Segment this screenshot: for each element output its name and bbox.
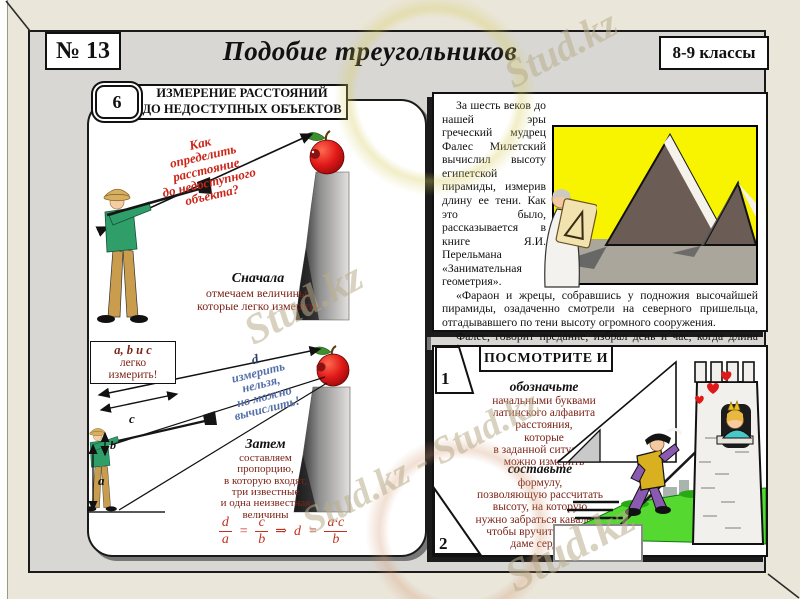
page-title: Подобие треугольников [222, 36, 518, 66]
task1-label: обозначьте [509, 379, 579, 394]
rifle-muzzle [203, 411, 217, 425]
small-triangle [566, 428, 601, 463]
task2-label: составьте [507, 461, 573, 476]
slide-number-box: № 13 [45, 32, 121, 70]
task2-text: формулу, позволяющую рассчитать высоту, … [475, 477, 605, 550]
scroll-with-triangle [555, 198, 597, 249]
hunter-figure [97, 177, 212, 323]
cliff-illustration-2 [293, 386, 351, 513]
thales-figure [544, 189, 597, 288]
answer-box [553, 524, 643, 562]
distance-d-arrow [97, 345, 322, 399]
abc-box-title: a, b и c [114, 343, 152, 357]
svg-text:2: 2 [439, 534, 448, 553]
abc-box-text: легко измерить! [108, 357, 158, 382]
speed-lines [567, 500, 623, 520]
tower [691, 361, 765, 545]
hearts-icon [695, 371, 732, 404]
task-panel-heading: ПОСМОТРИТЕ И [479, 345, 613, 372]
label-c: c [129, 411, 135, 426]
apple-icon [304, 130, 345, 175]
implies-arrow-icon: ⇒ [275, 524, 287, 539]
thales-paragraph-1: За шесть веков до нашей эры греческий му… [442, 99, 546, 289]
pyramids-scene [554, 127, 758, 283]
abc-measure-box: a, b и c легко измерить! [90, 341, 176, 385]
tower-scene [555, 360, 766, 545]
thales-story-panel: За шесть веков до нашей эры греческий му… [432, 92, 768, 397]
stone-texture [699, 437, 749, 529]
step2-label: Затем [245, 437, 286, 452]
left-panel-heading: ИЗМЕРЕНИЕ РАССТОЯНИЙ ДО НЕДОСТУПНЫХ ОБЪЕ… [136, 84, 348, 120]
task2-badge: 2 [433, 486, 482, 555]
large-triangle [555, 360, 677, 463]
grade-label: 8-9 классы [672, 43, 756, 62]
equals-sign-2: = [308, 523, 318, 539]
label-a: a [98, 473, 105, 488]
label-b: b [110, 438, 116, 452]
measure-c-arrow [99, 391, 179, 413]
large-pyramid [604, 132, 732, 246]
formula-result-lhs: d [294, 523, 301, 539]
knight-figure [567, 427, 683, 520]
hunter-apple-scene [95, 130, 350, 323]
step2-block: Затем составляем пропорцию, в которую вх… [188, 437, 343, 521]
task2-block: составьте формулу, позволяющую рассчитат… [438, 461, 642, 550]
princess-figure [716, 399, 754, 445]
small-pyramid [672, 180, 758, 257]
pyramids-picture [544, 125, 758, 288]
thales-paragraph-2: «Фараон и жрецы, собравшись у подножия в… [442, 288, 758, 329]
slide-number: № 13 [55, 37, 111, 64]
task1-badge: 1 [435, 346, 475, 394]
sight-line-lower [118, 382, 328, 511]
step1-text: отмечаем величины, которые легко измерит… [196, 286, 320, 314]
grade-box: 8-9 классы [659, 36, 769, 70]
section-badge: 6 [95, 85, 139, 119]
rifle-line [108, 419, 206, 445]
equals-sign: = [238, 523, 249, 539]
proportion-scene: c b a [87, 345, 351, 513]
task1-block: обозначьте начальными буквами латинского… [446, 379, 642, 468]
step1-label: Сначала [231, 271, 285, 286]
step1-block: Сначала отмечаем величины, которые легко… [168, 271, 348, 313]
step2-text: составляем пропорцию, в которую входят, … [220, 452, 311, 521]
svg-text:1: 1 [441, 369, 450, 388]
page-left-edge [0, 0, 8, 599]
